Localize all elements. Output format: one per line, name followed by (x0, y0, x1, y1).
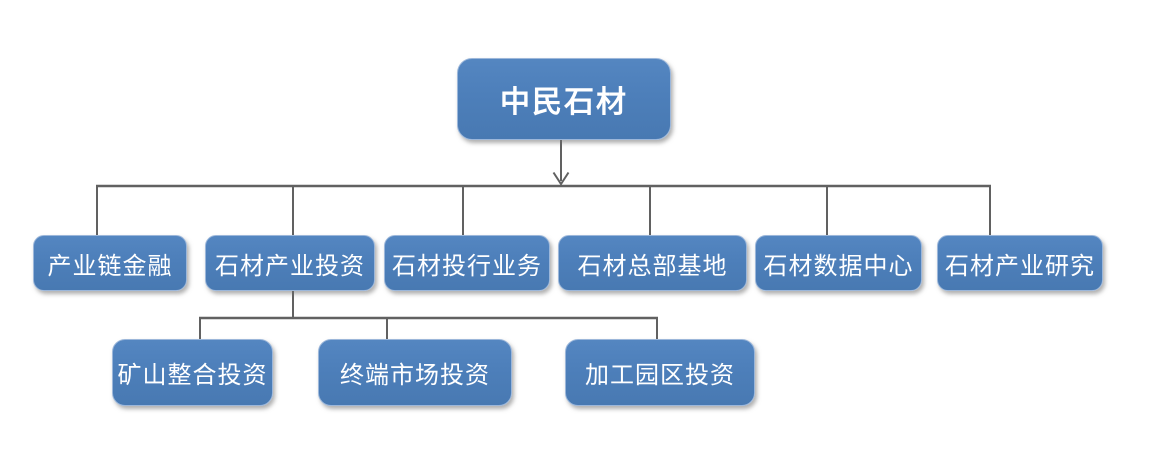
node-stone-data-center: 石材数据中心 (755, 235, 922, 291)
node-processing-park-investment: 加工园区投资 (565, 339, 755, 406)
node-label: 中民石材 (500, 86, 628, 119)
arrowhead-down-icon (552, 171, 570, 186)
node-stone-investment-banking: 石材投行业务 (384, 235, 550, 291)
node-label: 产业链金融 (47, 252, 173, 280)
node-label: 石材产业研究 (945, 252, 1095, 280)
node-label: 石材产业投资 (215, 252, 365, 280)
node-label: 石材总部基地 (577, 252, 728, 280)
node-label: 石材数据中心 (763, 252, 914, 280)
node-terminal-market-investment: 终端市场投资 (318, 339, 512, 406)
node-stone-industry-investment: 石材产业投资 (205, 235, 375, 291)
node-industry-chain-finance: 产业链金融 (33, 235, 187, 291)
node-root: 中民石材 (457, 58, 671, 140)
node-label: 石材投行业务 (392, 252, 542, 280)
node-stone-industry-research: 石材产业研究 (937, 235, 1103, 291)
node-label: 矿山整合投资 (117, 362, 268, 389)
node-stone-headquarters-base: 石材总部基地 (558, 235, 747, 291)
node-label: 加工园区投资 (585, 362, 735, 389)
node-label: 终端市场投资 (340, 362, 490, 389)
node-mine-integration-investment: 矿山整合投资 (112, 339, 273, 406)
